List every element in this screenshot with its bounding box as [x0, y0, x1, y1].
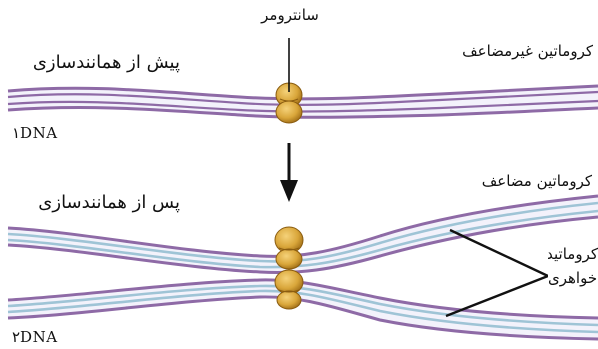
dna-strand-top-b [7, 90, 598, 106]
after-replication-label: پس از همانندسازی [38, 192, 180, 213]
sister-chromatids-label: کروماتیدهای خواهری [548, 245, 598, 287]
dna-2-label: ۲DNA [12, 328, 58, 346]
dna-strand-top-d [7, 105, 598, 119]
sister-chromatid-2 [7, 278, 598, 341]
dna-strand-top-a [7, 84, 598, 101]
down-arrow-icon [280, 143, 298, 202]
dna-strand-top-c [7, 99, 598, 113]
centromere-bottom [274, 226, 304, 310]
centromere-top [275, 82, 303, 124]
dna-1-label: ۱DNA [12, 124, 58, 142]
centromere-label: سانترومر [261, 6, 319, 24]
nonduplicated-chromatin [7, 84, 598, 119]
label-backdrop [548, 236, 598, 296]
before-replication-label: پیش از همانندسازی [32, 52, 180, 73]
sister-chromatid-1 [7, 194, 598, 274]
duplicated-chromatin-label: کروماتین مضاعف [481, 172, 592, 190]
nonduplicated-chromatin-label: کروماتین غیرمضاعف [462, 42, 593, 60]
sister-chromatids-pointer [445, 228, 549, 318]
chromatid-2-band [8, 279, 598, 339]
chromatid-1-band [8, 196, 598, 273]
